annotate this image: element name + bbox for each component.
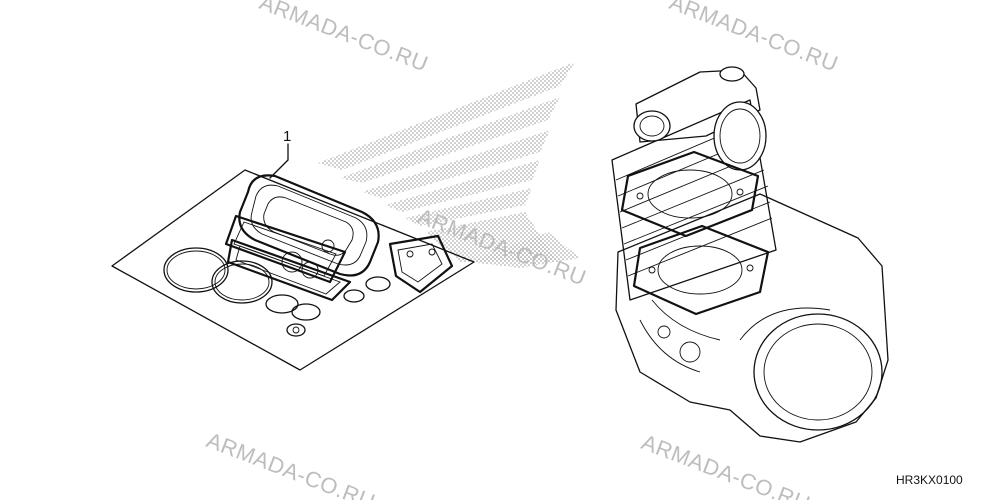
callout-1: 1: [269, 128, 291, 179]
gasket-kit-icon: [111, 169, 475, 371]
watermark-layer: ARMADA-CO.RU ARMADA-CO.RU ARMADA-CO.RU A…: [203, 0, 841, 500]
figure-code: HR3KX0100: [896, 473, 963, 487]
callout-number: 1: [283, 128, 291, 145]
watermark: ARMADA-CO.RU: [666, 0, 841, 77]
honda-wing-logo-icon: [318, 62, 580, 268]
watermark: ARMADA-CO.RU: [256, 0, 431, 77]
watermark: ARMADA-CO.RU: [203, 427, 378, 500]
engine-block-icon: [611, 66, 889, 443]
